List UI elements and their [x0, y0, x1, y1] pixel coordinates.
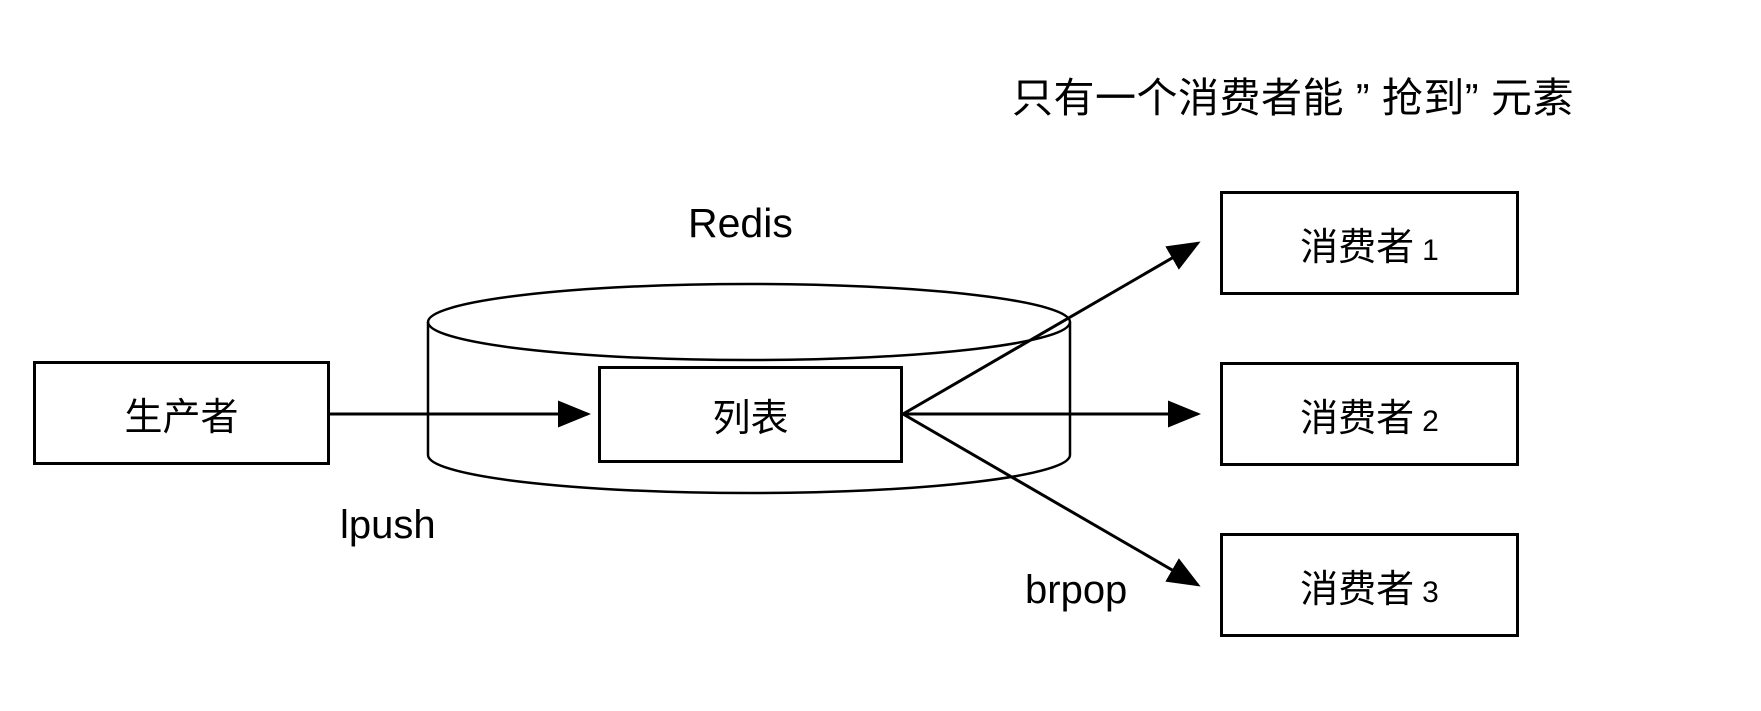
edge-list-to-consumer-1-arrow [902, 241, 1201, 416]
consumer-2-index: 2 [1422, 404, 1439, 438]
annotation-text: 只有一个消费者能 ” 抢到” 元素 [1012, 75, 1574, 121]
list-box-label: 列表 [712, 398, 789, 440]
producer-box-label: 生产者 [124, 396, 239, 439]
consumer-3-name: 消费者 [1300, 568, 1415, 611]
consumer-3-index: 3 [1422, 575, 1439, 609]
datastore-label: Redis [688, 200, 793, 246]
consumer-1-name: 消费者 [1300, 226, 1415, 269]
producer-box[interactable]: 生产者 [33, 361, 330, 465]
consumer-2-name: 消费者 [1300, 397, 1415, 440]
list-box[interactable]: 列表 [598, 366, 903, 463]
consumer-1-index: 1 [1422, 233, 1439, 267]
edge-label-brpop: brpop [1025, 568, 1128, 612]
redis-cylinder-shape [426, 282, 1072, 495]
edge-label-lpush: lpush [340, 503, 436, 547]
edge-list-to-consumer-3-arrow [902, 412, 1201, 587]
